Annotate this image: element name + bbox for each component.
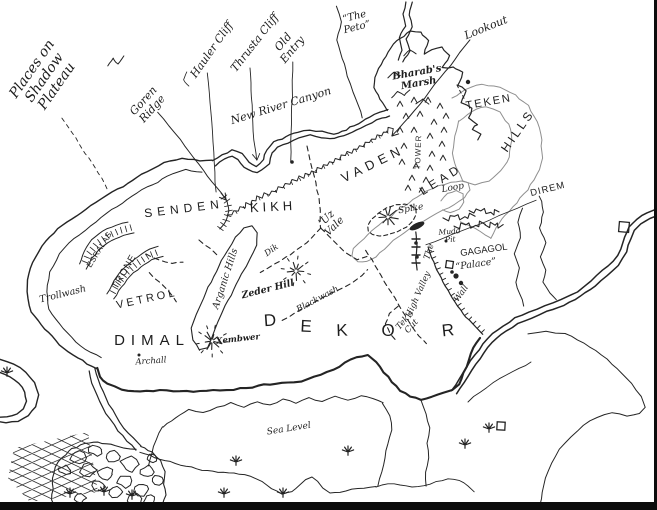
dashed-boundaries	[61, 84, 465, 345]
scan-edge-right	[654, 0, 657, 510]
label-dekor-e: E	[299, 316, 313, 337]
scan-edge-bottom	[0, 502, 657, 510]
label-mudd-pit: Mudd Pit	[438, 225, 462, 245]
label-dekor-o: O	[381, 320, 395, 341]
label-kikh: KIKH	[249, 197, 297, 216]
map-symbols	[0, 79, 631, 502]
label-dekor-r: R	[440, 320, 456, 341]
label-dekor-k: K	[335, 320, 348, 341]
label-dimal: DIMAL	[114, 331, 190, 349]
label-tower: TOWER	[413, 134, 424, 170]
label-dekor-d: D	[263, 310, 277, 331]
